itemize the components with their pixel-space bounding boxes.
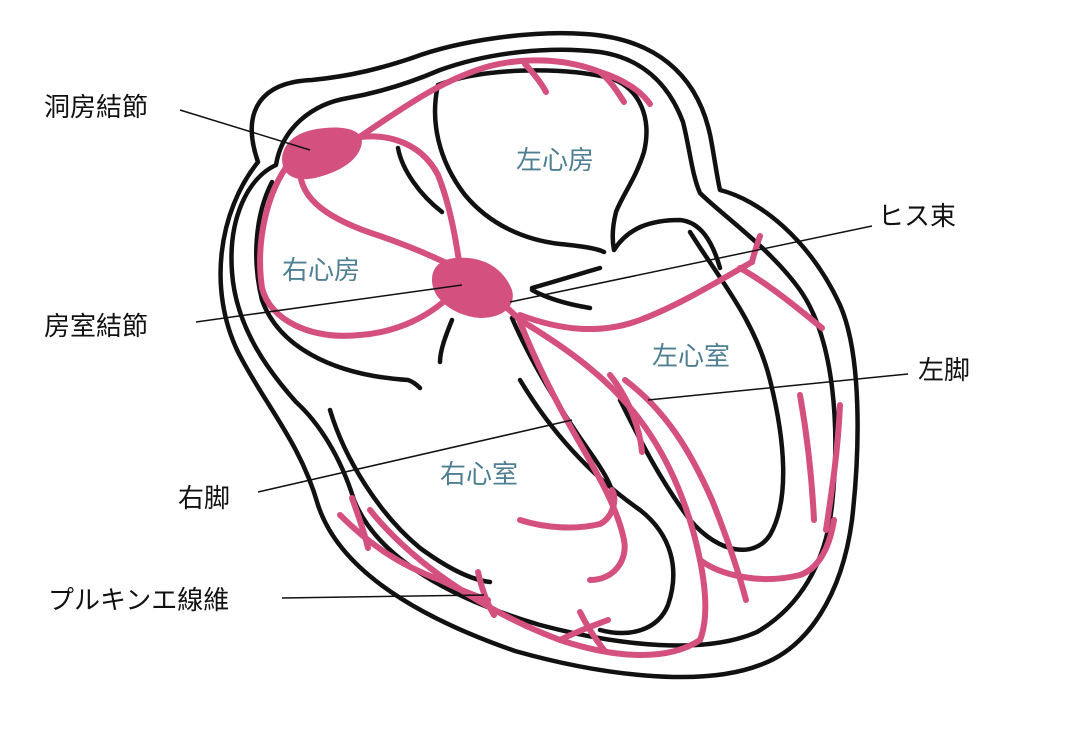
internodal-pathway-b bbox=[297, 167, 463, 273]
left-bundle-tip-right bbox=[737, 265, 825, 331]
left-bundle-main bbox=[517, 317, 709, 643]
left-ventricle-wall bbox=[617, 229, 786, 552]
leader-left-bundle bbox=[647, 373, 909, 401]
left-ventricle-label: 左心室 bbox=[652, 342, 731, 372]
leader-his-bundle bbox=[509, 225, 873, 303]
interventricular-septum-right bbox=[517, 377, 676, 636]
purkinje-branch-6 bbox=[577, 609, 607, 653]
atrial-branch-1 bbox=[522, 61, 549, 95]
left-bundle-upper bbox=[517, 259, 755, 333]
left-atrium-label: 左心房 bbox=[516, 146, 595, 176]
purkinje-branch-4 bbox=[475, 569, 497, 618]
right-atrium-label: 右心房 bbox=[282, 256, 361, 286]
right-bundle-hook bbox=[517, 487, 618, 531]
left-bundle-tip-up bbox=[749, 233, 763, 265]
his-bundle-callout: ヒス束 bbox=[878, 202, 957, 232]
av-node-callout: 房室結節 bbox=[44, 312, 149, 342]
leader-right-bundle bbox=[257, 419, 573, 493]
left-ventricle-branch-1 bbox=[797, 392, 817, 523]
right-bundle-callout: 右脚 bbox=[178, 484, 231, 514]
av-node bbox=[432, 257, 513, 318]
left-ventricle-branch-2 bbox=[823, 402, 843, 533]
left-bundle-apex-branch bbox=[697, 517, 837, 583]
left-bundle-branch-outer bbox=[622, 377, 749, 603]
inner-heart-outline bbox=[229, 47, 838, 648]
right-ventricle-label: 右心室 bbox=[440, 460, 519, 490]
right-atrium-loop bbox=[257, 159, 453, 339]
right-atrium-inner-curve bbox=[254, 179, 423, 391]
outer-heart-outline bbox=[218, 30, 860, 680]
leader-sa-node bbox=[179, 109, 311, 151]
right-bundle-main bbox=[517, 319, 628, 583]
internodal-pathway-a bbox=[342, 133, 463, 271]
left-bundle-callout: 左脚 bbox=[918, 356, 971, 386]
leader-lines bbox=[179, 109, 909, 599]
right-ventricle-wall bbox=[327, 407, 493, 585]
valve-left bbox=[437, 317, 455, 365]
right-ventricle-pathway bbox=[367, 507, 703, 658]
purkinje-branch-1 bbox=[337, 512, 443, 583]
left-bundle-branch-mid bbox=[607, 372, 645, 455]
left-atrium-wall bbox=[435, 68, 723, 271]
atrial-septum-wall bbox=[432, 82, 607, 255]
atrial-divider bbox=[395, 145, 445, 215]
atrial-pathway-top bbox=[352, 57, 603, 143]
valve-av-notch bbox=[529, 287, 593, 311]
conduction-system-group bbox=[257, 57, 843, 658]
purkinje-branch-2 bbox=[349, 495, 371, 551]
sa-node-callout: 洞房結節 bbox=[44, 93, 149, 123]
heart-outline-group bbox=[218, 30, 860, 680]
sa-node bbox=[282, 127, 362, 180]
valve-right bbox=[529, 265, 603, 291]
leader-av-node bbox=[195, 284, 463, 323]
leader-purkinje bbox=[281, 594, 485, 599]
atrial-branch-3 bbox=[597, 69, 653, 107]
purkinje-callout: プルキンエ線維 bbox=[48, 586, 230, 616]
